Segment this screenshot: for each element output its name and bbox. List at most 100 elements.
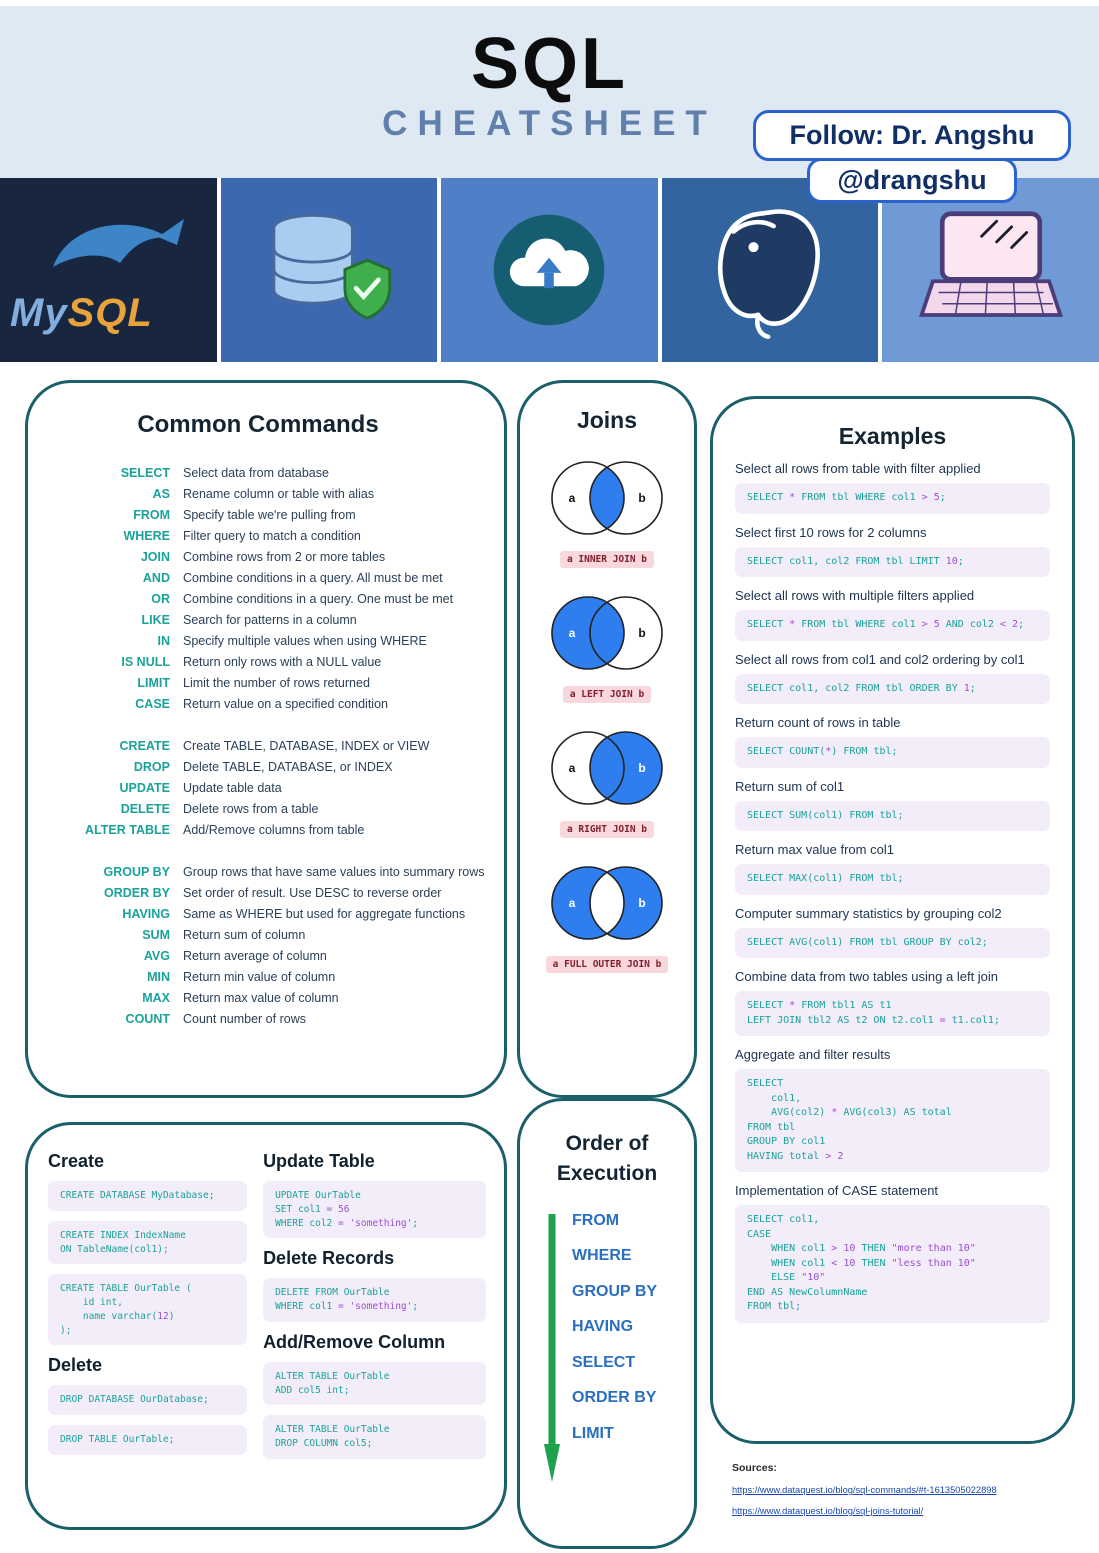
command-keyword: DELETE xyxy=(120,802,170,816)
join-label: a FULL OUTER JOIN b xyxy=(545,956,669,973)
database-shield-icon xyxy=(272,214,391,320)
example-code: SELECT AVG(col1) FROM tbl GROUP BY col2; xyxy=(735,927,1050,958)
laptop-icon xyxy=(918,211,1063,317)
command-description: Return value on a specified condition xyxy=(183,697,388,711)
ddl-code: DROP DATABASE OurDatabase; xyxy=(48,1385,248,1416)
command-keyword: AND xyxy=(142,571,170,585)
command-keyword: MIN xyxy=(147,970,170,984)
code-text: CREATE DATABASE MyDatabase; xyxy=(60,1190,215,1201)
join-item: a b a LEFT JOIN b xyxy=(520,587,694,703)
command-description: Rename column or table with alias xyxy=(183,487,375,501)
example-code: SELECT col1, AVG(col2) * AVG(col3) AS to… xyxy=(735,1069,1050,1172)
example-code: SELECT * FROM tbl1 AS t1 LEFT JOIN tbl2 … xyxy=(735,991,1050,1036)
common-commands-title: Common Commands xyxy=(137,411,379,438)
follow-badge[interactable]: Follow: Dr. Angshu @drangshu xyxy=(753,110,1071,203)
example-code: SELECT SUM(col1) FROM tbl; xyxy=(735,800,1050,831)
order-step: FROM xyxy=(572,1211,620,1229)
joins-title: Joins xyxy=(576,407,638,433)
command-description: Delete rows from a table xyxy=(183,802,319,816)
ddl-code: DELETE FROM OurTable WHERE col1 = 'somet… xyxy=(263,1278,486,1322)
command-keyword: CASE xyxy=(135,697,170,711)
command-description: Delete TABLE, DATABASE, or INDEX xyxy=(183,760,393,774)
example-code: SELECT * FROM tbl WHERE col1 > 5; xyxy=(735,483,1050,514)
example-code: SELECT MAX(col1) FROM tbl; xyxy=(735,864,1050,895)
example-code: SELECT col1, col2 FROM tbl ORDER BY 1; xyxy=(735,673,1050,704)
postgresql-logo xyxy=(661,178,879,362)
command-keyword: ORDER BY xyxy=(104,886,170,900)
command-description: Create TABLE, DATABASE, INDEX or VIEW xyxy=(183,739,430,753)
code-text: DROP TABLE OurTable; xyxy=(60,1434,175,1446)
order-of-execution-title: Order of Execution xyxy=(520,1129,694,1190)
command-keyword: COUNT xyxy=(125,1012,170,1026)
example-item: Computer summary statistics by grouping … xyxy=(735,906,1050,958)
code-text: UPDATE OurTable SET col1 = 56 WHERE col2… xyxy=(275,1190,419,1229)
command-description: Limit the number of rows returned xyxy=(183,676,370,690)
command-keyword: IN xyxy=(157,634,171,648)
command-keyword: LIMIT xyxy=(137,676,170,690)
ddl-code: UPDATE OurTable SET col1 = 56 WHERE col2… xyxy=(263,1181,486,1239)
svg-text:a: a xyxy=(569,491,576,505)
svg-text:a: a xyxy=(569,626,576,640)
command-description: Specify multiple values when using WHERE xyxy=(183,634,427,648)
example-item: Select all rows from col1 and col2 order… xyxy=(735,651,1050,704)
code-text: SELECT col1, col2 FROM tbl ORDER BY 1; xyxy=(747,682,976,694)
command-description: Group rows that have same values into su… xyxy=(183,865,485,879)
order-step: GROUP BY xyxy=(572,1282,658,1300)
examples-panel: Examples Select all rows from table with… xyxy=(710,396,1075,1444)
ddl-code: DROP TABLE OurTable; xyxy=(48,1425,248,1455)
command-description: Count number of rows xyxy=(183,1012,306,1026)
example-caption: Select all rows from table with filter a… xyxy=(735,461,981,476)
svg-text:b: b xyxy=(638,626,645,640)
code-text: SELECT * FROM tbl1 AS t1 LEFT JOIN tbl2 … xyxy=(747,1000,1000,1026)
ddl-section-heading: Update Table xyxy=(263,1151,375,1171)
example-caption: Select all rows from col1 and col2 order… xyxy=(735,651,1025,667)
svg-text:b: b xyxy=(638,491,645,505)
order-step: WHERE xyxy=(572,1247,632,1265)
example-caption: Select first 10 rows for 2 columns xyxy=(735,524,927,540)
command-description: Return sum of column xyxy=(183,928,306,942)
command-keyword: JOIN xyxy=(140,550,170,564)
source-link[interactable]: https://www.dataquest.io/blog/sql-joins-… xyxy=(732,1506,924,1516)
database-security-logo xyxy=(220,178,438,362)
examples-list: Select all rows from table with filter a… xyxy=(735,461,1050,1323)
command-description: Combine conditions in a query. One must … xyxy=(183,592,454,606)
code-text: CREATE INDEX IndexName ON TableName(col1… xyxy=(60,1229,186,1255)
command-group: CREATE Create TABLE, DATABASE, INDEX or V… xyxy=(28,736,488,841)
code-text: SELECT AVG(col1) FROM tbl GROUP BY col2; xyxy=(747,936,988,948)
svg-text:a: a xyxy=(569,896,576,910)
ddl-section-heading: Create xyxy=(48,1151,105,1171)
source-links: https://www.dataquest.io/blog/sql-comman… xyxy=(732,1485,1067,1516)
ddl-code: ALTER TABLE OurTable ADD col5 int; xyxy=(263,1361,486,1406)
order-step: LIMIT xyxy=(572,1424,614,1442)
header: SQL CHEATSHEET xyxy=(0,6,1099,178)
ddl-section-heading: Add/Remove Column xyxy=(263,1331,446,1352)
code-text: CREATE TABLE OurTable ( id int, name var… xyxy=(60,1283,192,1336)
ddl-code: CREATE INDEX IndexName ON TableName(col1… xyxy=(48,1220,248,1265)
order-step: SELECT xyxy=(572,1353,636,1371)
command-description: Return min value of column xyxy=(183,970,336,984)
command-keyword: CREATE xyxy=(119,739,170,753)
join-label: a LEFT JOIN b xyxy=(562,686,652,703)
example-caption: Implementation of CASE statement xyxy=(735,1183,939,1198)
command-description: Return average of column xyxy=(183,949,327,963)
source-link[interactable]: https://www.dataquest.io/blog/sql-comman… xyxy=(732,1485,997,1495)
code-text: ALTER TABLE OurTable DROP COLUMN col5; xyxy=(275,1424,390,1450)
example-caption: Aggregate and filter results xyxy=(735,1047,891,1062)
mysql-dolphin-icon xyxy=(53,219,185,267)
example-caption: Return sum of col1 xyxy=(735,778,845,794)
order-step: ORDER BY xyxy=(572,1389,657,1407)
command-keyword: FROM xyxy=(133,508,170,522)
command-description: Combine rows from 2 or more tables xyxy=(183,550,386,564)
example-caption: Return count of rows in table xyxy=(735,715,901,730)
